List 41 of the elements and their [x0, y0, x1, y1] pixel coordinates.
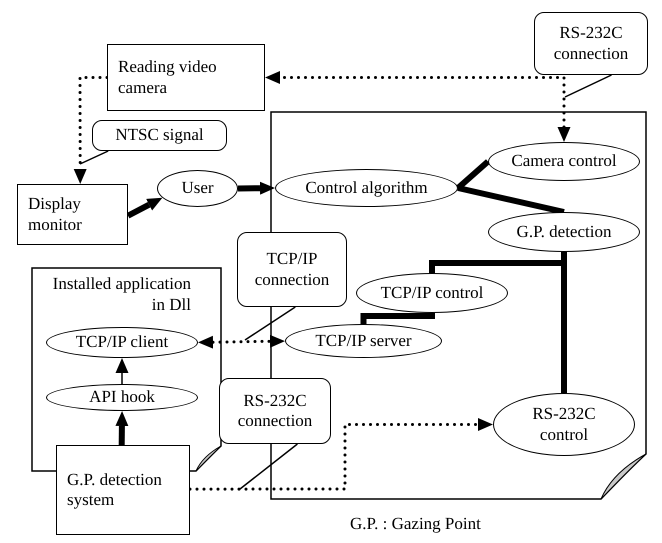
panel-title: Installed application in Dll: [52, 273, 191, 316]
arrow: [74, 76, 108, 184]
callout-box: [219, 378, 331, 444]
arrow: [238, 182, 275, 195]
process-box: [56, 445, 190, 535]
arrow: [126, 198, 162, 218]
arrow: [188, 418, 493, 491]
node-label: Reading video camera: [118, 57, 218, 98]
leader-line: [240, 443, 298, 490]
process-ellipse: [275, 169, 458, 207]
node-label: User: [181, 178, 214, 199]
leader-line: [80, 150, 109, 165]
process-box: [107, 44, 265, 111]
leader-line: [564, 74, 612, 98]
callout-box: [534, 12, 648, 75]
node-label: Camera control: [511, 151, 617, 172]
node-label: G.P. detection: [516, 222, 612, 242]
node-label: TCP/IP control: [380, 282, 484, 304]
node-label: Display monitor: [28, 194, 83, 235]
node-label: Control algorithm: [305, 178, 428, 198]
process-ellipse: [157, 170, 238, 207]
node-label: TCP/IP server: [315, 330, 412, 352]
arrow: [265, 71, 570, 142]
process-box: [17, 184, 128, 245]
node-label: TCP/IP client: [76, 332, 168, 353]
arrow: [115, 411, 128, 446]
node-label: API hook: [89, 387, 155, 408]
footnote: G.P. : Gazing Point: [350, 514, 481, 534]
connector-line: [360, 313, 435, 324]
callout-box: [237, 232, 347, 307]
node-label: RS-232C connection: [236, 390, 314, 432]
node-label: RS-232C control: [531, 404, 597, 445]
callout-box: [92, 120, 227, 151]
node-label: NTSC signal: [115, 125, 204, 146]
leader-line: [244, 306, 296, 341]
node-label: RS-232C connection: [552, 23, 630, 64]
node-label: TCP/IP connection: [254, 249, 330, 290]
arrow: [116, 358, 128, 384]
arrow: [198, 334, 285, 349]
node-label: G.P. detection system: [67, 470, 163, 510]
connector-line: [457, 185, 565, 215]
